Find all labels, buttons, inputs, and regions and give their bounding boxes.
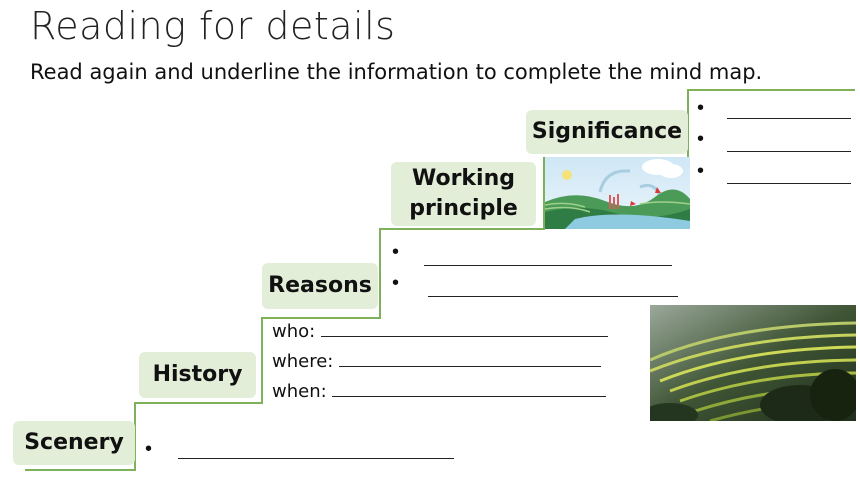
page-title: Reading for details: [30, 4, 396, 48]
significance-bullet-2: •: [697, 128, 705, 150]
scenery-blank[interactable]: [178, 440, 454, 464]
reasons-label: Reasons: [268, 273, 372, 299]
significance-box: Significance: [526, 110, 688, 154]
history-label: History: [152, 362, 243, 388]
working-principle-box: Working principle: [391, 162, 536, 226]
significance-bullet-1: •: [697, 97, 705, 119]
significance-blank-2[interactable]: [727, 133, 851, 157]
who-label: who:: [272, 321, 316, 342]
significance-label: Significance: [531, 119, 683, 145]
history-box: History: [139, 352, 256, 398]
history-where-field[interactable]: where:: [272, 348, 602, 372]
scenery-box: Scenery: [13, 421, 135, 465]
rice-terraces-photo: [650, 305, 856, 421]
history-who-field[interactable]: who:: [272, 318, 608, 342]
reasons-box: Reasons: [262, 263, 378, 309]
significance-blank-3[interactable]: [727, 165, 851, 189]
significance-bullet-3: •: [697, 160, 705, 182]
when-label: when:: [272, 381, 327, 402]
instruction-text: Read again and underline the information…: [30, 60, 763, 84]
reasons-blank-2[interactable]: [428, 278, 678, 302]
reasons-blank-1[interactable]: [424, 247, 672, 271]
working-label: Working: [411, 166, 516, 192]
scenery-label: Scenery: [24, 430, 124, 456]
reasons-bullet-1: •: [392, 241, 400, 263]
scenery-bullet: •: [145, 438, 153, 460]
principle-label: principle: [409, 196, 518, 221]
reasons-bullet-2: •: [392, 272, 400, 294]
history-when-field[interactable]: when:: [272, 378, 607, 402]
working-principle-illustration: [545, 157, 690, 229]
significance-blank-1[interactable]: [727, 100, 851, 124]
where-label: where:: [272, 351, 334, 372]
